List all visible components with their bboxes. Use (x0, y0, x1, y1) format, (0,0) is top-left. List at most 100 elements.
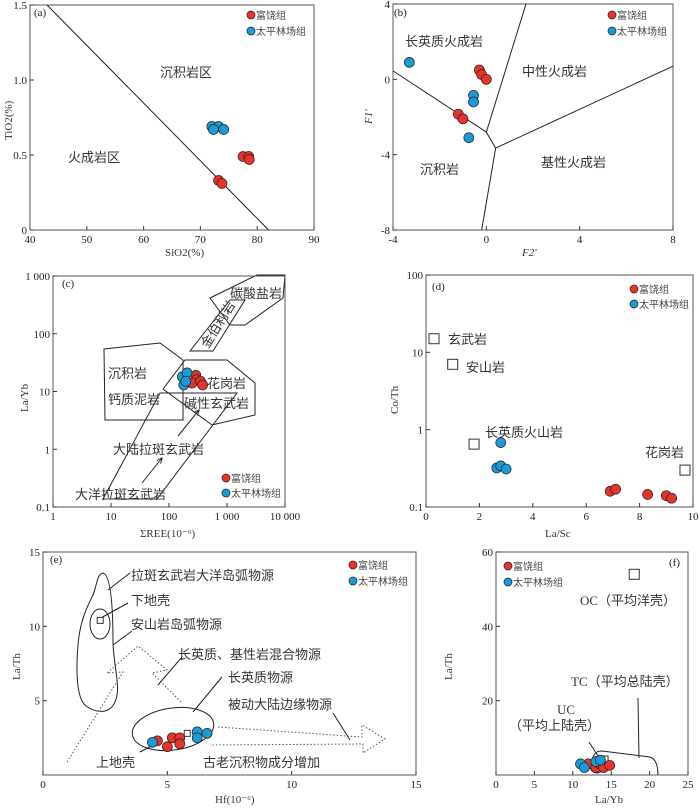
data-point-taipinglinchang (218, 124, 230, 135)
legend-label: 太平林场组 (617, 25, 667, 38)
region-label: 大洋拉斑玄武岩 (75, 487, 166, 502)
field-boundary (392, 70, 497, 149)
x-tick-label: 8 (670, 234, 676, 246)
legend-marker-fuyao (629, 284, 639, 294)
y-tick-label: 100 (407, 270, 424, 282)
legend-b: 富饶组 太平林场组 (607, 9, 667, 38)
x-tick-label: 8 (637, 511, 643, 523)
legend-marker-taipinglinchang (221, 488, 231, 498)
legend-marker-fuyao (246, 10, 256, 20)
y-tick-label: 15 (29, 547, 41, 559)
legend-marker-taipinglinchang (246, 26, 256, 36)
x-tick-label: 100 (161, 511, 178, 523)
field-boundary (481, 147, 497, 231)
x-tick-label: 10 (567, 779, 579, 791)
x-tick-label: 10 (688, 511, 700, 523)
data-point-taipinglinchang (595, 754, 606, 766)
data-point-fuyao (243, 154, 255, 165)
y-tick-label: 4 (385, 0, 391, 11)
y-tick-label: 5 (35, 696, 41, 708)
data-point-fuyao (216, 178, 228, 189)
y-axis-label: TiO2(%) (3, 100, 15, 140)
legend-label: 富饶组 (231, 472, 261, 485)
region-label: 钙质泥岩 (108, 392, 160, 407)
reference-label: 花岗岩 (645, 445, 684, 460)
y-tick-label: -8 (381, 225, 391, 237)
x-tick-label: 80 (252, 234, 264, 246)
legend-d: 富饶组 太平林场组 (629, 283, 689, 311)
y-tick-label: 40 (482, 621, 494, 633)
x-axis-label: La/Sc (545, 528, 571, 540)
x-tick-label: 0 (423, 511, 429, 523)
data-point-taipinglinchang (500, 463, 512, 475)
x-tick-label: 10 000 (270, 511, 301, 523)
region-label: 上地壳 (96, 755, 135, 770)
y-tick-label: 1 000 (25, 271, 50, 283)
data-point-fuyao (161, 741, 173, 753)
region-label: 长英质、基性岩混合物源 (178, 647, 321, 662)
y-axis-label: Co/Th (389, 385, 401, 414)
legend-c: 富饶组 太平林场组 (221, 472, 281, 500)
legend-e: 富饶组 太平林场组 (348, 559, 408, 588)
region-label: 安山岩岛弧物源 (131, 617, 222, 632)
panel-b: (b) 长英质火成岩 中性火成岩 沉积岩 基性火成岩 F2' F1' (363, 7, 606, 259)
legend-label: 富饶组 (256, 9, 286, 22)
field-granite-alkali-basalt (162, 359, 256, 426)
x-tick-label: -4 (388, 234, 398, 246)
field-kimberlite (188, 299, 246, 352)
data-point-fuyao (642, 489, 653, 500)
data-point-fuyao (197, 379, 208, 391)
field-boundary (46, 4, 269, 231)
x-tick-label: 40 (25, 234, 37, 246)
y-tick-label: 0 (22, 225, 28, 237)
x-tick-label: 60 (138, 234, 150, 246)
y-tick-label: 1 (45, 444, 51, 456)
y-tick-label: 1.0 (13, 75, 27, 87)
x-tick-label: 1 (50, 511, 56, 523)
legend-label: 富饶组 (639, 283, 669, 296)
x-tick-label: 90 (309, 234, 321, 246)
y-tick-label: -4 (381, 150, 391, 162)
plot-frame-c (52, 275, 286, 508)
y-axis-label: La/Th (443, 653, 455, 680)
panel-d: (d) 玄武岩 安山岩 长英质火山岩 花岗岩 La/Sc Co/Th (389, 281, 684, 540)
y-tick-label: 20 (482, 696, 494, 708)
x-tick-label: 25 (683, 779, 695, 791)
legend-marker-taipinglinchang (348, 576, 358, 586)
data-point-fuyao (457, 113, 469, 125)
panel-label: (e) (50, 554, 63, 566)
field-boundary (485, 3, 527, 133)
x-tick-label: 0 (493, 779, 499, 791)
x-tick-label: 70 (195, 234, 207, 246)
x-tick-label: 0 (40, 779, 46, 791)
y-tick-label: 1 (418, 425, 424, 437)
data-point-taipinglinchang (180, 375, 192, 387)
panel-label: (f) (669, 557, 680, 569)
y-axis-label: La/Th (11, 653, 23, 680)
region-label: 沉积岩 (108, 366, 147, 381)
panel-label: (b) (394, 7, 407, 19)
plot-frame-e (42, 551, 417, 776)
region-label: 花岗岩 (207, 376, 246, 391)
field-carbonate (209, 274, 286, 326)
legend-marker-fuyao (607, 10, 617, 20)
x-tick-label: 4 (530, 511, 536, 523)
trend-arrow-old-sediment (209, 724, 386, 754)
data-point-taipinglinchang (495, 437, 507, 448)
y-tick-label: 10 (29, 621, 41, 633)
trend-arrow (141, 458, 162, 484)
data-point-fuyao (666, 492, 677, 504)
x-tick-label: 5 (532, 779, 538, 791)
legend-label: 富饶组 (513, 560, 543, 573)
region-label: 长英质火成岩 (405, 34, 483, 49)
legend-marker-taipinglinchang (629, 299, 639, 309)
y-tick-label: 1.5 (13, 0, 27, 12)
region-label: 中性火成岩 (522, 64, 587, 79)
plot-frame-a (29, 4, 315, 231)
legend-marker-fuyao (503, 561, 513, 571)
region-label: 沉积岩区 (160, 65, 212, 80)
y-tick-label: 0.5 (13, 150, 27, 162)
y-tick-label: 10 (39, 387, 51, 399)
y-tick-label: 100 (34, 329, 51, 341)
